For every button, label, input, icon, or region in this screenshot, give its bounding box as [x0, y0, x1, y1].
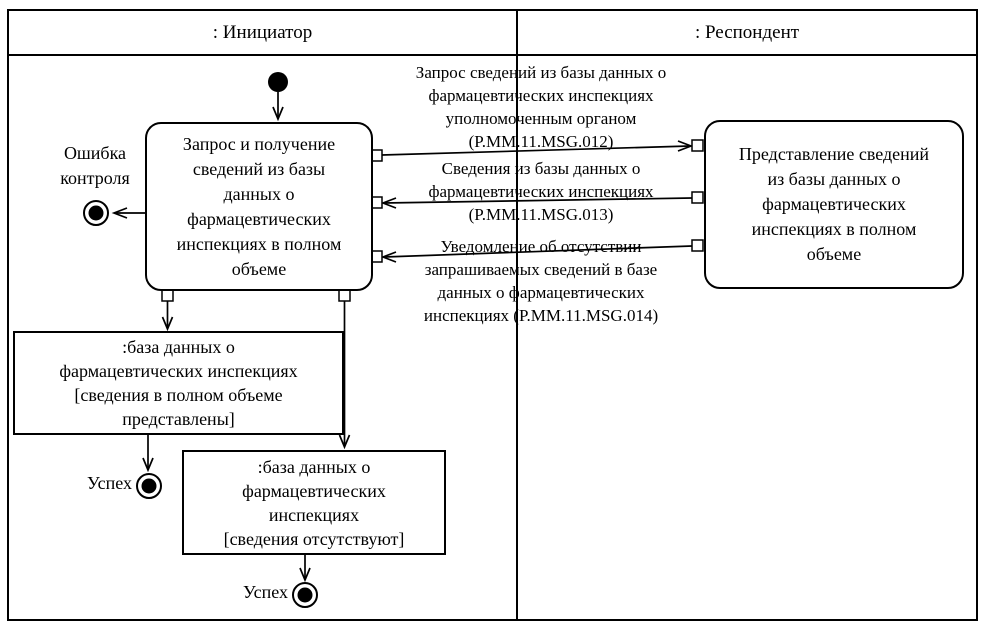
text-line: из базы данных о — [767, 169, 901, 189]
text-line: фармацевтических инспекциях — [428, 86, 654, 105]
text-line: (P.MM.11.MSG.012) — [468, 132, 614, 151]
text-line: инспекциях — [268, 504, 360, 525]
text-line: Уведомление об отсутствии — [440, 237, 642, 256]
text-line: представлены] — [122, 409, 235, 429]
lane-header-initiator: : Инициатор — [7, 9, 518, 56]
success-final-label-2: Успех — [243, 582, 288, 602]
lane-divider — [516, 9, 518, 621]
object-node-db-absent: :база данных о фармацевтических инспекци… — [182, 450, 446, 555]
message-1-label: Запрос сведений из базы данных о фармаце… — [388, 61, 694, 153]
object-node-db-full: :база данных о фармацевтических инспекци… — [13, 331, 344, 435]
text-line: данных о — [223, 183, 295, 204]
text-line: инспекциях в полном — [176, 233, 342, 254]
message-2-label: Сведения из базы данных о фармацевтическ… — [388, 157, 694, 226]
text-line: Запрос сведений из базы данных о — [415, 63, 667, 82]
text-line: объеме — [231, 258, 287, 279]
text-line: Ошибка — [63, 143, 127, 163]
text-line: фармацевтических — [762, 194, 906, 214]
text-line: (P.MM.11.MSG.013) — [468, 205, 614, 224]
text-line: [сведения отсутствуют] — [223, 528, 405, 549]
text-line: инспекциях (P.MM.11.MSG.014) — [423, 306, 659, 325]
text-line: фармацевтических — [242, 480, 386, 501]
text-line: запрашиваемых сведений в базе — [424, 260, 658, 279]
lane-header-respondent: : Респондент — [516, 9, 978, 56]
text-line: сведений из базы — [192, 158, 326, 179]
action-node-initiator: Запрос и получение сведений из базы данн… — [145, 122, 373, 291]
text-line: :база данных о — [122, 337, 235, 357]
text-line: [сведения в полном объеме — [74, 385, 283, 405]
text-line: контроля — [60, 168, 130, 188]
text-line: объеме — [806, 244, 862, 264]
text-line: фармацевтических инспекциях — [59, 361, 298, 381]
action-node-respondent: Представление сведений из базы данных о … — [704, 120, 964, 289]
text-line: Сведения из базы данных о — [441, 159, 641, 178]
message-3-label: Уведомление об отсутствии запрашиваемых … — [380, 235, 702, 327]
text-line: инспекциях в полном — [751, 219, 917, 239]
text-line: Запрос и получение — [182, 133, 336, 154]
text-line: фармацевтических — [187, 208, 331, 229]
text-line: :база данных о — [257, 456, 371, 477]
error-final-label: Ошибка контроля — [38, 141, 152, 191]
text-line: данных о фармацевтических — [437, 283, 645, 302]
text-line: уполномоченным органом — [445, 109, 637, 128]
lane-header-respondent-label: : Респондент — [694, 21, 800, 43]
text-line: фармацевтических инспекциях — [428, 182, 654, 201]
success-final-label-1: Успех — [87, 473, 132, 493]
lane-header-initiator-label: : Инициатор — [212, 21, 313, 43]
text-line: Представление сведений — [738, 144, 930, 164]
